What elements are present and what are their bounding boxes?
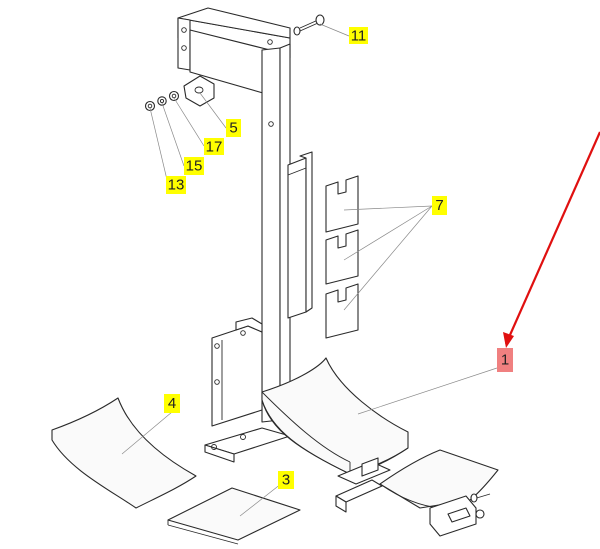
curved-plate-part	[51, 397, 197, 509]
callout-7-text: 7	[435, 197, 443, 214]
callout-17[interactable]: 17	[204, 138, 224, 156]
callout-15[interactable]: 15	[184, 157, 204, 175]
callout-11-text: 11	[351, 28, 367, 45]
slotted-plates-part	[325, 175, 359, 339]
callout-13-text: 13	[168, 177, 185, 194]
callout-5-text: 5	[229, 120, 237, 137]
bolt-part	[293, 14, 325, 36]
callout-5[interactable]: 5	[226, 119, 241, 137]
callout-7[interactable]: 7	[432, 196, 447, 215]
callout-4[interactable]: 4	[164, 394, 180, 413]
callout-3[interactable]: 3	[278, 471, 294, 489]
callout-15-text: 15	[186, 158, 203, 175]
curved-shield-part	[261, 357, 409, 475]
callout-1[interactable]: 1	[497, 348, 513, 372]
flat-plate-part	[167, 487, 301, 545]
callout-11[interactable]: 11	[349, 27, 368, 45]
callout-3-text: 3	[282, 472, 290, 489]
callout-17-text: 17	[206, 139, 223, 156]
callout-1-text: 1	[501, 352, 509, 369]
leader-lines	[121, 23, 498, 517]
callout-4-text: 4	[168, 395, 176, 412]
red-arrow-icon	[503, 131, 600, 348]
fasteners-part	[144, 90, 180, 112]
callout-13[interactable]: 13	[166, 176, 186, 194]
clamp-plate-part	[183, 75, 215, 107]
lower-chute-part	[335, 449, 499, 537]
